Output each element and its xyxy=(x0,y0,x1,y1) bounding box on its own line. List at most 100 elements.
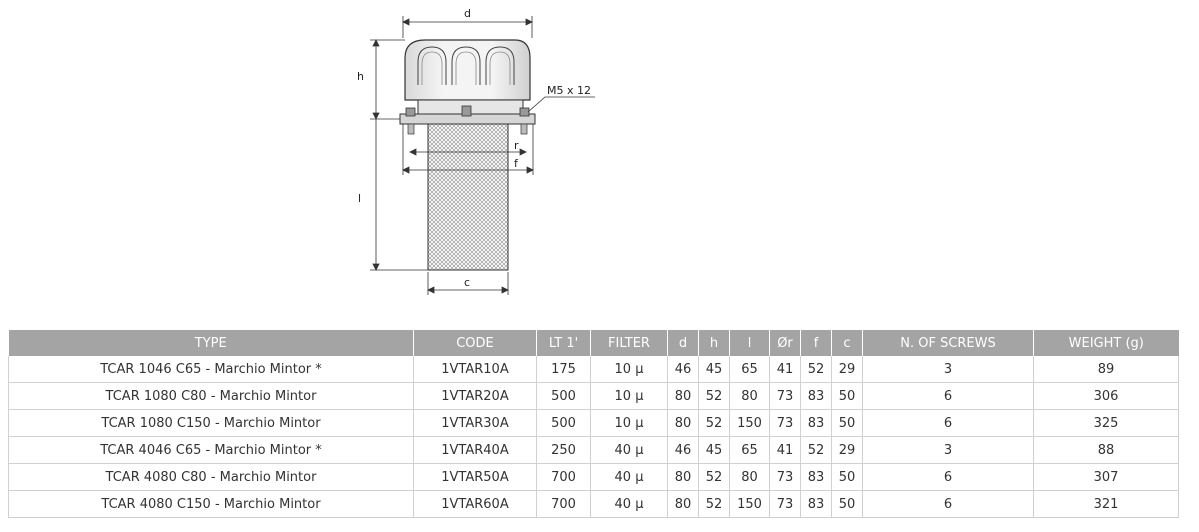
cell-col-code: 1VTAR20A xyxy=(413,382,537,410)
header-col-weight: WEIGHT (g) xyxy=(1033,330,1179,356)
cell-col-h: 52 xyxy=(698,490,730,518)
dim-label-d: d xyxy=(464,7,471,20)
cell-col-c: 29 xyxy=(831,356,863,383)
cell-col-h: 52 xyxy=(698,409,730,437)
cell-col-f: 83 xyxy=(800,382,832,410)
cell-col-or: 41 xyxy=(769,436,801,464)
table-row: TCAR 1046 C65 - Marchio Mintor *1VTAR10A… xyxy=(8,356,1179,383)
cell-col-screws: 6 xyxy=(862,490,1034,518)
cell-col-f: 52 xyxy=(800,436,832,464)
cell-col-d: 80 xyxy=(667,382,699,410)
cell-col-d: 80 xyxy=(667,409,699,437)
cell-col-l: 80 xyxy=(729,382,770,410)
header-col-d: d xyxy=(667,330,699,356)
cell-col-code: 1VTAR50A xyxy=(413,463,537,491)
cell-col-weight: 306 xyxy=(1033,382,1179,410)
cell-col-c: 50 xyxy=(831,490,863,518)
cell-col-filter: 40 µ xyxy=(590,463,668,491)
cell-col-weight: 88 xyxy=(1033,436,1179,464)
cell-col-d: 80 xyxy=(667,490,699,518)
dim-label-l: l xyxy=(358,192,361,205)
cell-col-screws: 6 xyxy=(862,409,1034,437)
dimension-lines xyxy=(370,16,595,295)
cell-col-f: 83 xyxy=(800,463,832,491)
cell-col-or: 73 xyxy=(769,409,801,437)
cell-col-type: TCAR 4046 C65 - Marchio Mintor * xyxy=(8,436,414,464)
cell-col-lt: 500 xyxy=(536,409,591,437)
cell-col-filter: 10 µ xyxy=(590,409,668,437)
table-body: TCAR 1046 C65 - Marchio Mintor *1VTAR10A… xyxy=(8,356,1179,518)
cell-col-f: 83 xyxy=(800,490,832,518)
header-col-filter: FILTER xyxy=(590,330,668,356)
dim-label-r: r xyxy=(514,139,519,152)
cell-col-filter: 40 µ xyxy=(590,490,668,518)
table-row: TCAR 4046 C65 - Marchio Mintor *1VTAR40A… xyxy=(8,436,1179,464)
filter-basket xyxy=(427,123,509,271)
header-col-type: TYPE xyxy=(8,330,414,356)
dimension-labels: d h l c r f M5 x 12 xyxy=(357,7,591,289)
cell-col-type: TCAR 4080 C150 - Marchio Mintor xyxy=(8,490,414,518)
cell-col-or: 73 xyxy=(769,382,801,410)
cell-col-or: 73 xyxy=(769,463,801,491)
cell-col-weight: 307 xyxy=(1033,463,1179,491)
cell-col-lt: 700 xyxy=(536,490,591,518)
header-col-h: h xyxy=(698,330,730,356)
cell-col-f: 83 xyxy=(800,409,832,437)
cell-col-code: 1VTAR40A xyxy=(413,436,537,464)
cell-col-h: 52 xyxy=(698,463,730,491)
cell-col-l: 65 xyxy=(729,356,770,383)
cell-col-h: 52 xyxy=(698,382,730,410)
header-col-or: Ør xyxy=(769,330,801,356)
cell-col-l: 150 xyxy=(729,409,770,437)
header-col-lt: LT 1' xyxy=(536,330,591,356)
cell-col-screws: 6 xyxy=(862,463,1034,491)
dim-label-c: c xyxy=(464,276,470,289)
cell-col-screws: 3 xyxy=(862,356,1034,383)
header-col-screws: N. OF SCREWS xyxy=(862,330,1034,356)
cell-col-h: 45 xyxy=(698,436,730,464)
cell-col-l: 65 xyxy=(729,436,770,464)
cell-col-filter: 40 µ xyxy=(590,436,668,464)
cell-col-code: 1VTAR10A xyxy=(413,356,537,383)
cell-col-c: 50 xyxy=(831,463,863,491)
header-col-f: f xyxy=(800,330,832,356)
cell-col-or: 41 xyxy=(769,356,801,383)
header-col-l: l xyxy=(729,330,770,356)
cell-col-weight: 321 xyxy=(1033,490,1179,518)
cell-col-filter: 10 µ xyxy=(590,356,668,383)
cell-col-lt: 250 xyxy=(536,436,591,464)
technical-drawing: d h l c r f M5 x 12 xyxy=(357,7,595,295)
cell-col-weight: 89 xyxy=(1033,356,1179,383)
cell-col-lt: 700 xyxy=(536,463,591,491)
dim-label-h: h xyxy=(357,70,364,83)
breather-cap xyxy=(404,39,531,115)
cell-col-h: 45 xyxy=(698,356,730,383)
screw-spec-label: M5 x 12 xyxy=(547,84,591,97)
cell-col-f: 52 xyxy=(800,356,832,383)
cell-col-screws: 3 xyxy=(862,436,1034,464)
cell-col-type: TCAR 4080 C80 - Marchio Mintor xyxy=(8,463,414,491)
cell-col-c: 29 xyxy=(831,436,863,464)
cell-col-type: TCAR 1080 C80 - Marchio Mintor xyxy=(8,382,414,410)
cell-col-or: 73 xyxy=(769,490,801,518)
cell-col-c: 50 xyxy=(831,382,863,410)
cell-col-code: 1VTAR60A xyxy=(413,490,537,518)
cell-col-d: 80 xyxy=(667,463,699,491)
header-col-c: c xyxy=(831,330,863,356)
cell-col-d: 46 xyxy=(667,356,699,383)
dim-label-f: f xyxy=(514,157,519,170)
cell-col-filter: 10 µ xyxy=(590,382,668,410)
cell-col-weight: 325 xyxy=(1033,409,1179,437)
cell-col-type: TCAR 1046 C65 - Marchio Mintor * xyxy=(8,356,414,383)
cell-col-type: TCAR 1080 C150 - Marchio Mintor xyxy=(8,409,414,437)
cell-col-d: 46 xyxy=(667,436,699,464)
cell-col-c: 50 xyxy=(831,409,863,437)
cell-col-l: 80 xyxy=(729,463,770,491)
header-col-code: CODE xyxy=(413,330,537,356)
